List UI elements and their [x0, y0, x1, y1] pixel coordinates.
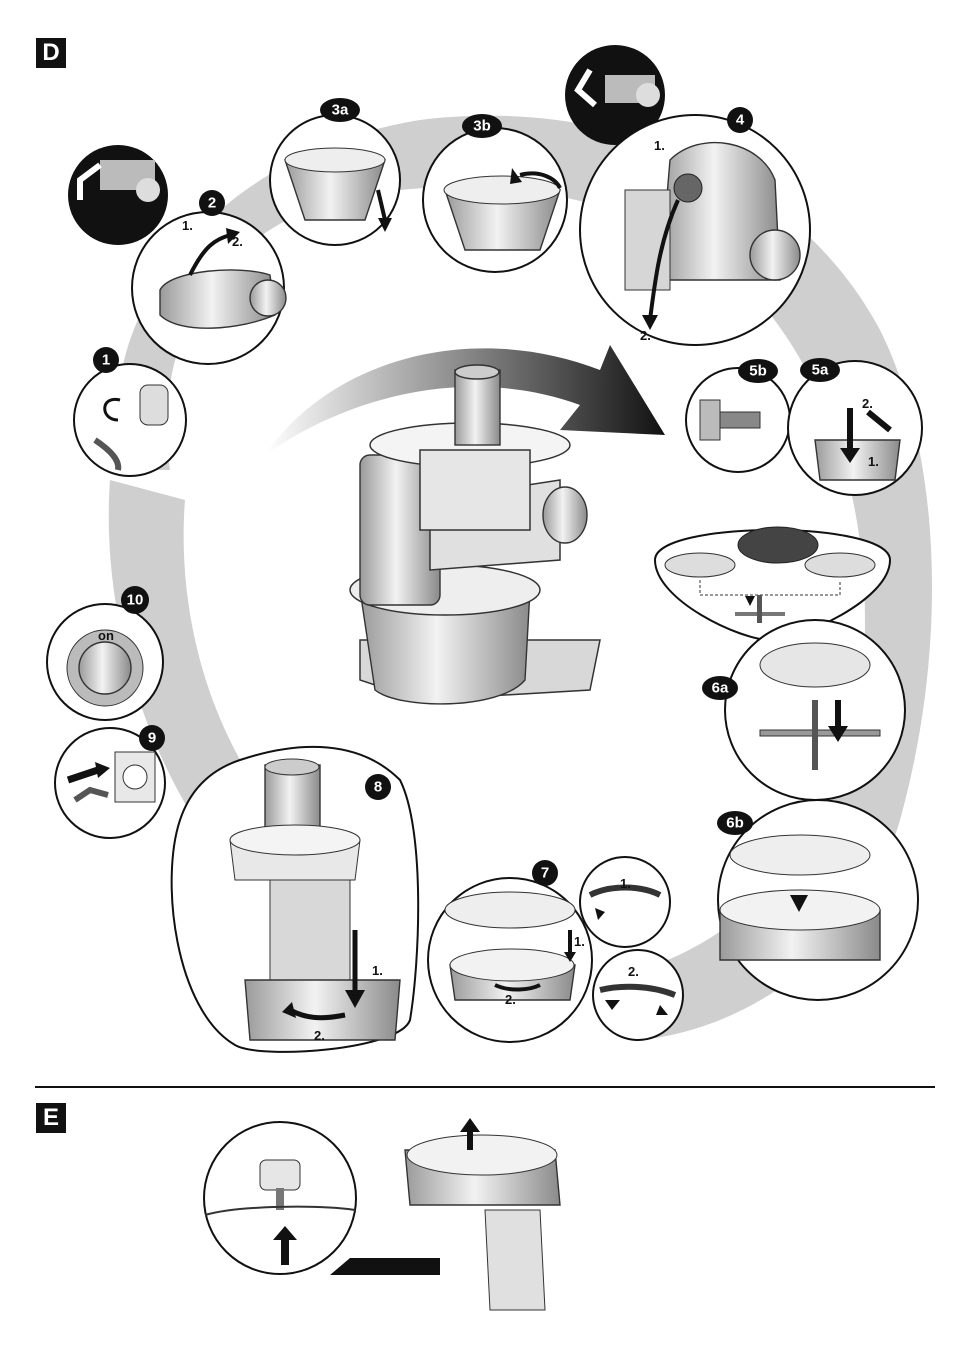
- step-10-panel: on 10: [46, 586, 164, 721]
- step-7-inset-2-label: 2.: [628, 964, 639, 979]
- step-7-inset-1: 1.: [579, 856, 671, 948]
- step-5a-label-1: 1.: [868, 454, 879, 469]
- tilt-down-icon: [565, 45, 665, 145]
- section-divider: [35, 1086, 935, 1088]
- step-7-badge: 7: [541, 865, 549, 882]
- step-10-on-label: on: [98, 628, 114, 643]
- step-2-label-2: 2.: [232, 234, 243, 249]
- step-8-panel: 1. 2. 8: [170, 745, 420, 1053]
- step-7-label-2: 2.: [505, 992, 516, 1007]
- step-7-label-1: 1.: [574, 934, 585, 949]
- section-e-illustration: [203, 1118, 561, 1311]
- step-4-label-2: 2.: [640, 328, 651, 343]
- step-2-label-1: 1.: [182, 218, 193, 233]
- step-7-panel: 1. 2. 7: [427, 860, 593, 1043]
- step-6a-panel: 6a: [702, 619, 906, 801]
- step-1-badge: 1: [102, 352, 110, 369]
- step-2-badge: 2: [208, 195, 216, 212]
- step-2-panel: 1. 2. 2: [131, 190, 287, 365]
- step-4-panel: 1. 2. 4: [579, 107, 811, 346]
- step-5b-panel: 5b: [685, 359, 791, 473]
- step-9-panel: 9: [54, 725, 166, 839]
- step-3b-panel: 3b: [422, 114, 568, 273]
- step-6b-panel: 6b: [717, 799, 919, 1001]
- step-8-badge: 8: [374, 779, 382, 796]
- section-d-label: D: [36, 38, 66, 68]
- step-3a-panel: 3a: [269, 98, 401, 246]
- step-6b-badge: 6b: [726, 815, 744, 832]
- step-3b-badge: 3b: [473, 118, 491, 135]
- step-5a-badge: 5a: [812, 362, 829, 379]
- step-9-badge: 9: [148, 730, 156, 747]
- step-7-inset-2: 2.: [592, 949, 684, 1041]
- step-7-inset-1-label: 1.: [620, 876, 631, 891]
- step-10-badge: 10: [127, 592, 144, 609]
- tilt-up-icon: [68, 145, 168, 245]
- step-1-panel: 1: [73, 347, 187, 477]
- step-6a-badge: 6a: [712, 680, 729, 697]
- step-5b-badge: 5b: [749, 363, 767, 380]
- discs-overview-panel: [653, 526, 892, 642]
- section-e-label: E: [36, 1103, 66, 1133]
- food-processor-machine: [349, 364, 601, 705]
- step-4-label-1: 1.: [654, 138, 665, 153]
- step-3a-badge: 3a: [332, 102, 349, 119]
- step-5a-label-2: 2.: [862, 396, 873, 411]
- step-5a-panel: 2. 1. 5a: [787, 358, 923, 496]
- step-4-badge: 4: [736, 112, 745, 129]
- big-rotation-arrow: [265, 345, 665, 455]
- step-8-label-1: 1.: [372, 963, 383, 978]
- step-8-label-2: 2.: [314, 1028, 325, 1043]
